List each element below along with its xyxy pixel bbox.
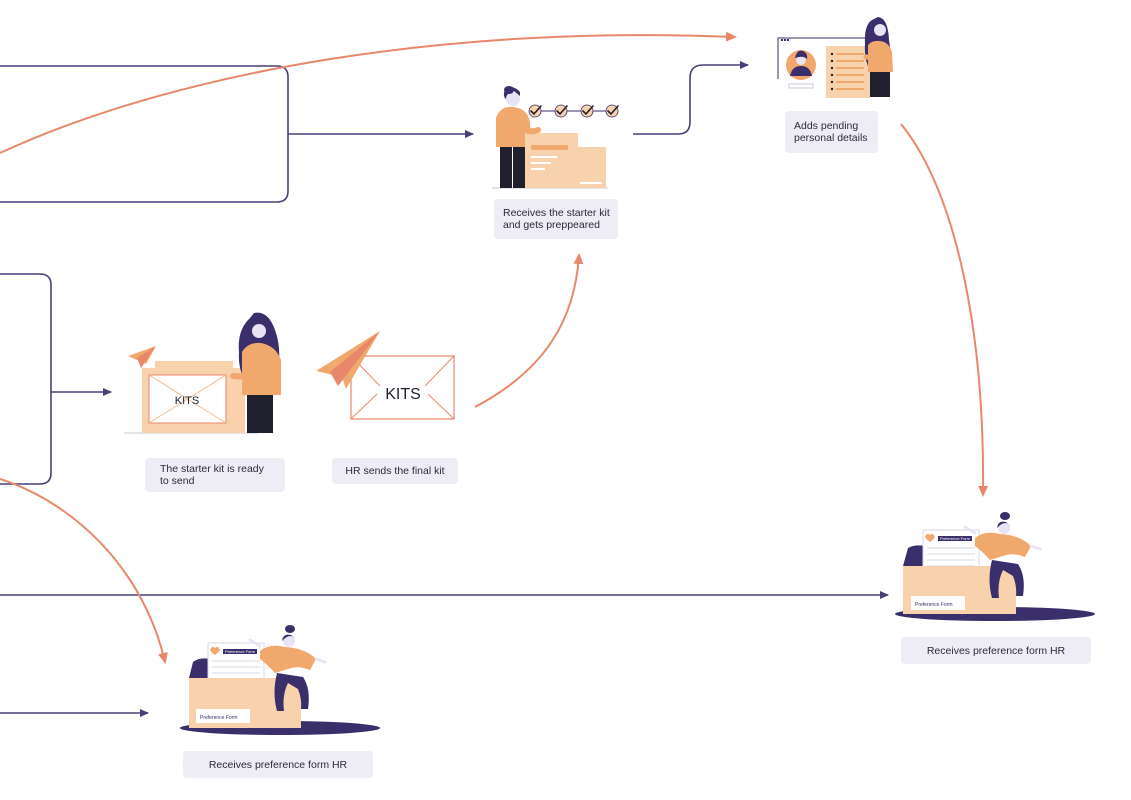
orange-flow-arrows <box>0 31 989 664</box>
flow-arrow-envelope-to-starter <box>474 253 584 408</box>
starter-kit-received-illustration <box>492 86 619 189</box>
form-tag-text-bottom: Preference Form <box>225 649 256 654</box>
connector-middle-bracket <box>0 273 52 485</box>
step-label-kit-ready: The starter kit is ready to send <box>145 458 285 492</box>
hr-envelope-illustration <box>316 331 455 420</box>
step-label-hr-sends: HR sends the final kit <box>332 458 458 484</box>
envelope-kits-text: KITS <box>385 386 421 403</box>
step-label-preference-form-bottom: Receives preference form HR <box>183 751 373 778</box>
kit-ready-illustration <box>124 312 281 434</box>
box-kits-text: KITS <box>175 395 199 407</box>
flow-arrow-top-to-details <box>0 31 737 154</box>
flow-arrow-details-to-preference <box>900 123 989 497</box>
flow-arrow-to-preference-bottom <box>0 478 168 664</box>
step-label-text: Adds pending personal details <box>794 120 868 144</box>
preference-form-bottom-illustration <box>180 625 380 735</box>
box-label-text-bottom: Preference Form <box>200 715 238 721</box>
step-label-text: Receives preference form HR <box>208 758 348 771</box>
box-label-text-right: Preference Form <box>915 602 953 608</box>
personal-details-illustration <box>777 17 893 98</box>
step-label-starter-kit-received: Receives the starter kit and gets preppe… <box>494 199 618 239</box>
form-tag-text-right: Preference Form <box>940 536 971 541</box>
step-label-text: Receives the starter kit and gets preppe… <box>503 207 610 231</box>
step-label-personal-details: Adds pending personal details <box>785 111 878 153</box>
navy-connectors <box>0 61 889 717</box>
connector-to-personal-details <box>633 61 749 135</box>
step-label-text: HR sends the final kit <box>345 465 445 477</box>
step-label-preference-form-right: Receives preference form HR <box>901 637 1091 664</box>
step-label-text: The starter kit is ready to send <box>160 463 264 487</box>
step-label-text: Receives preference form HR <box>926 644 1066 657</box>
preference-form-right-illustration <box>895 512 1095 621</box>
